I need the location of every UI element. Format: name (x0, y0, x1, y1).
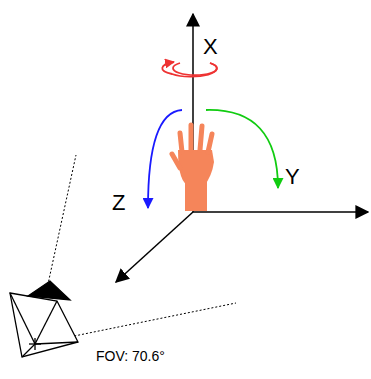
hand (172, 125, 214, 211)
rotation-arrow (162, 62, 216, 77)
axis-label: Z (112, 192, 125, 214)
camera (10, 281, 78, 357)
axis-label: X (203, 36, 218, 58)
y-rotation-arrow (206, 110, 278, 188)
fov-label: FOV: 70.6° (96, 349, 165, 363)
axis-label: Y (285, 166, 300, 188)
y-axis (193, 211, 368, 213)
z-axis (116, 212, 193, 282)
z-rotation-arrow (148, 110, 182, 208)
